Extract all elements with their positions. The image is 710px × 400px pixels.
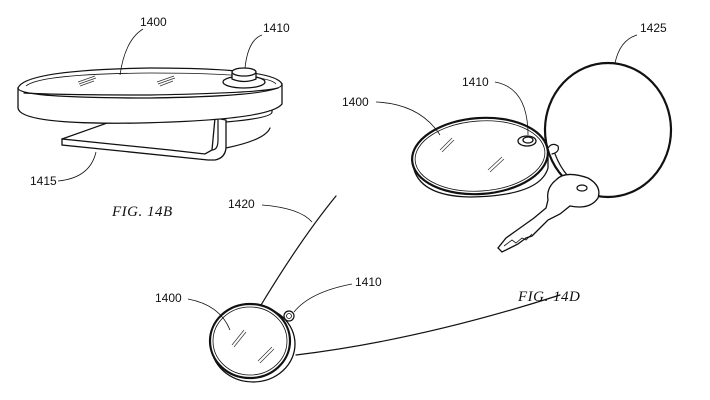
leader-1420 [261, 204, 313, 223]
button-1410 [283, 310, 295, 322]
attachment-loop [547, 143, 559, 155]
ref-label-1400: 1400 [155, 291, 182, 305]
leader-1400-14d [187, 298, 231, 331]
ref-label-1400: 1400 [140, 15, 167, 29]
ref-label-1425: 1425 [640, 21, 667, 35]
leader-1400-14b [119, 28, 144, 76]
leader-1415 [57, 151, 97, 182]
device-body-1400 [17, 67, 283, 124]
leader-1410-14c [494, 81, 529, 136]
key [497, 173, 600, 253]
ref-label-1415: 1415 [30, 174, 57, 188]
figure-14b: 1400 1410 1415 FIG. 14B [17, 15, 290, 220]
leader-1425 [614, 34, 638, 64]
figure-14d: 1400 1410 1420 FIG. 14D [155, 195, 580, 383]
necklace-cord-1420 [257, 195, 337, 311]
leader-1410-14b [244, 34, 263, 69]
lens-glare [439, 137, 505, 173]
leader-1410-14d [293, 283, 353, 313]
necklace-cord-1420 [295, 294, 561, 356]
ref-label-1420: 1420 [228, 197, 255, 211]
figure-caption-14d: FIG. 14D [517, 289, 580, 305]
ref-label-1400: 1400 [342, 95, 369, 109]
device-body-1400 [208, 302, 296, 383]
lens-glare [77, 75, 176, 87]
ref-label-1410: 1410 [355, 275, 382, 289]
figure-caption-14b: FIG. 14B [111, 204, 173, 220]
leader-1400-14c [375, 101, 441, 136]
ref-label-1410: 1410 [462, 75, 489, 89]
key-ring-1425 [543, 61, 673, 199]
device-body-1400 [411, 116, 559, 198]
ref-label-1410: 1410 [263, 21, 290, 35]
figure-14c: 1400 1410 1425 [342, 21, 673, 253]
lens-glare [231, 329, 275, 364]
button-1410 [222, 67, 266, 89]
